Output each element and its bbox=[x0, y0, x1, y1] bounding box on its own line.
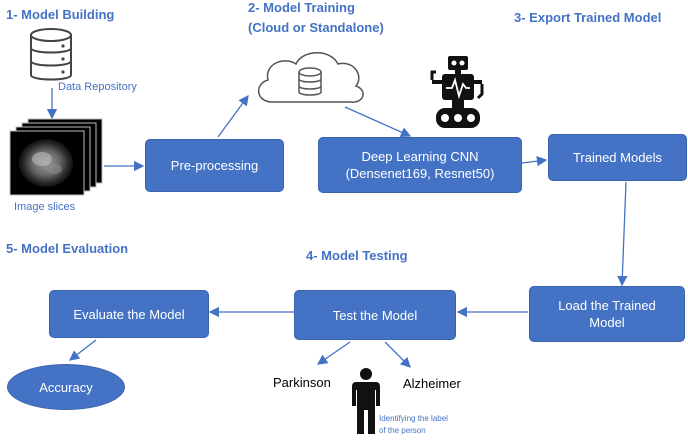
arrow-preprocessing-to-cloud bbox=[217, 94, 249, 138]
cloud-database-icon bbox=[258, 52, 364, 103]
accuracy-label: Accuracy bbox=[39, 379, 93, 395]
brain-scan-slices bbox=[9, 118, 103, 196]
preprocessing-label: Pre-processing bbox=[170, 158, 259, 173]
trained-models-box: Trained Models bbox=[548, 134, 687, 181]
arrow-test-to-alzheimer bbox=[384, 341, 411, 368]
database-icon bbox=[30, 28, 72, 81]
load-model-label-line1: Load the Trained bbox=[558, 298, 656, 313]
trained-models-label: Trained Models bbox=[572, 150, 663, 165]
identify-note-line1: Identifying the label bbox=[379, 414, 448, 423]
test-model-label: Test the Model bbox=[332, 307, 418, 323]
preprocessing-box: Pre-processing bbox=[145, 139, 284, 192]
step1-heading: 1- Model Building bbox=[6, 7, 115, 22]
person-icon bbox=[352, 368, 380, 434]
evaluate-model-box: Evaluate the Model bbox=[49, 290, 209, 338]
step3-heading: 3- Export Trained Model bbox=[514, 10, 662, 25]
step2-heading: 2- Model Training bbox=[248, 0, 355, 15]
parkinson-label: Parkinson bbox=[273, 375, 331, 390]
arrow-test-to-parkinson bbox=[316, 341, 351, 365]
step4-heading: 4- Model Testing bbox=[306, 248, 408, 263]
data-repository-label: Data Repository bbox=[58, 81, 137, 93]
cnn-label-line1: Deep Learning CNN bbox=[361, 149, 479, 164]
cnn-label-line2: (Densenet169, Resnet50) bbox=[345, 166, 495, 181]
robot-icon bbox=[430, 56, 484, 128]
cnn-box: Deep Learning CNN (Densenet169, Resnet50… bbox=[318, 137, 522, 193]
accuracy-ellipse: Accuracy bbox=[7, 364, 125, 410]
step2-subheading: (Cloud or Standalone) bbox=[248, 20, 384, 35]
arrow-trained-to-load bbox=[617, 181, 628, 287]
evaluate-model-label: Evaluate the Model bbox=[73, 306, 185, 322]
arrow-cloud-to-cnn bbox=[344, 106, 412, 138]
identify-label-note: Identifying the label of the person bbox=[379, 413, 448, 437]
step5-heading: 5- Model Evaluation bbox=[6, 241, 129, 256]
arrow-evaluate-to-accuracy bbox=[68, 339, 97, 361]
alzheimer-label: Alzheimer bbox=[403, 376, 461, 391]
test-model-box: Test the Model bbox=[294, 290, 456, 340]
image-slices-label: Image slices bbox=[14, 201, 76, 213]
identify-note-line2: of the person bbox=[379, 426, 426, 435]
arrow-cnn-to-trained bbox=[521, 155, 548, 167]
load-model-label-line2: Model bbox=[589, 315, 625, 330]
load-model-box: Load the Trained Model bbox=[529, 286, 685, 342]
